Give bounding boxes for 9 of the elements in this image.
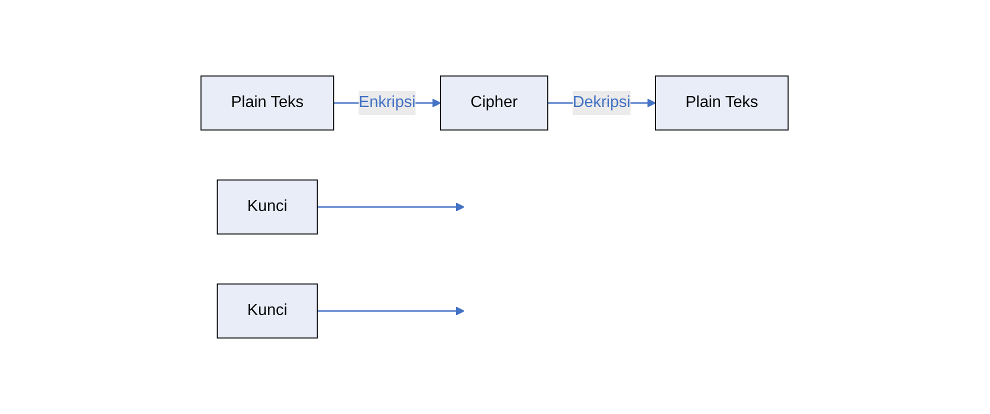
node-box: Kunci <box>217 180 318 234</box>
node-box: Plain Teks <box>655 76 790 130</box>
node-box: Kunci <box>217 284 318 338</box>
edge-label: Enkripsi <box>359 94 416 111</box>
arrow <box>318 306 465 316</box>
node-box: Cipher <box>440 76 549 130</box>
edge-label: Dekripsi <box>573 94 631 111</box>
node-box: Plain Teks <box>200 76 335 130</box>
arrow <box>318 202 465 212</box>
